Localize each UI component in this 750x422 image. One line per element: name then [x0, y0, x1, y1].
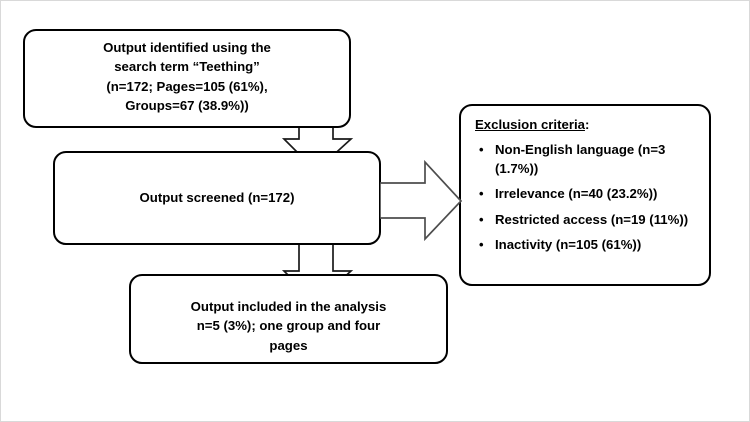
exclusion-criteria-title: Exclusion criteria:: [475, 116, 699, 134]
list-item: • Irrelevance (n=40 (23.2%)): [475, 185, 699, 204]
box-output-included: Output included in the analysis n=5 (3%)…: [129, 274, 448, 364]
box-exclusion-criteria: Exclusion criteria: • Non-English langua…: [459, 104, 711, 286]
bullet-icon: •: [479, 237, 484, 252]
bullet-icon: •: [479, 186, 484, 201]
bullet-icon: •: [479, 142, 484, 157]
exclusion-criteria-title-colon: :: [584, 117, 590, 132]
exclusion-criteria-list: • Non-English language (n=3 (1.7%)) • Ir…: [475, 141, 699, 255]
box-output-included-text: Output included in the analysis n=5 (3%)…: [190, 298, 387, 353]
list-item-label: Restricted access (n=19 (11%)): [495, 211, 689, 227]
box-output-screened: Output screened (n=172): [53, 151, 381, 245]
list-item: • Inactivity (n=105 (61%)): [475, 236, 699, 255]
list-item: • Non-English language (n=3 (1.7%)): [475, 141, 699, 178]
list-item: • Restricted access (n=19 (11%)): [475, 211, 699, 230]
arrow-screened-to-exclusion: [380, 159, 463, 242]
box-output-screened-text: Output screened (n=172): [139, 190, 295, 206]
box-output-identified-text: Output identified using the search term …: [103, 39, 271, 114]
list-item-label: Irrelevance (n=40 (23.2%)): [495, 186, 658, 201]
box-output-identified: Output identified using the search term …: [23, 29, 351, 128]
exclusion-criteria-title-text: Exclusion criteria: [475, 117, 585, 132]
list-item-label: Inactivity (n=105 (61%)): [495, 237, 642, 252]
bullet-icon: •: [479, 211, 484, 227]
list-item-label: Non-English language (n=3 (1.7%)): [495, 142, 666, 176]
